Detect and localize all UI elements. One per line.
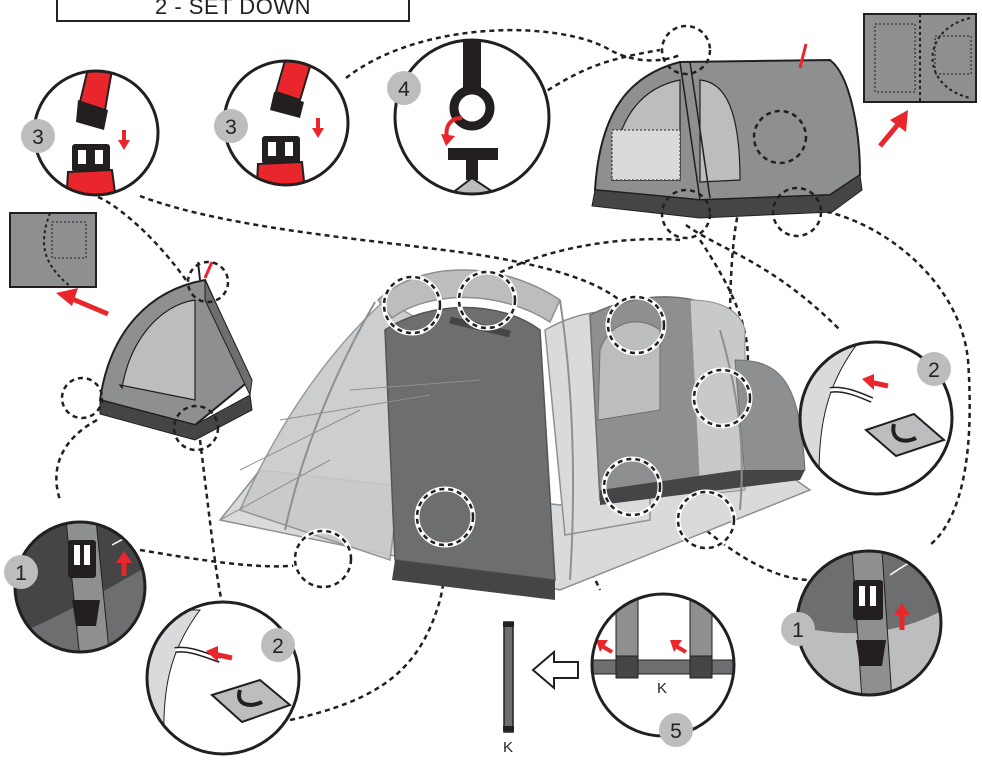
- svg-text:1: 1: [15, 562, 27, 585]
- svg-text:2: 2: [928, 359, 940, 382]
- inset-rear-panel-left: [10, 213, 96, 287]
- k-pole-label: K: [503, 739, 513, 756]
- red-arrow-shaft: [880, 122, 900, 146]
- step-badge-1-left: 1: [4, 555, 38, 589]
- connector-line: [200, 440, 222, 603]
- outline-arrow: [533, 652, 578, 688]
- step-badge-2-right: 2: [917, 352, 951, 386]
- step-badge-5: 5: [659, 713, 693, 747]
- main-tent-illustration: [220, 270, 810, 600]
- step-badge-3a: 3: [21, 119, 55, 153]
- detail-clip-left: [0, 520, 160, 660]
- step-badge-3b: 3: [214, 109, 248, 143]
- svg-text:4: 4: [398, 78, 410, 101]
- step-badge-1-right: 1: [781, 612, 815, 646]
- svg-text:5: 5: [670, 720, 682, 743]
- detail-pole-k: [590, 592, 740, 736]
- svg-text:1: 1: [792, 619, 804, 642]
- detail-hook: [395, 30, 549, 210]
- step-badge-2-left: 2: [261, 628, 295, 662]
- callout-circle: [62, 378, 102, 418]
- inset-rear-panel-right: [864, 14, 976, 102]
- k-detail-label: K: [657, 680, 667, 697]
- connector-line: [700, 525, 810, 580]
- step-badge-4: 4: [387, 71, 421, 105]
- red-arrow-shaft: [70, 298, 108, 314]
- detail-peg-left: [147, 602, 299, 760]
- connector-line: [95, 196, 186, 280]
- connector-line: [56, 420, 97, 500]
- connector-line: [140, 550, 300, 566]
- svg-text:3: 3: [32, 126, 44, 149]
- large-tent-illustration: [592, 44, 862, 218]
- svg-text:3: 3: [225, 116, 237, 139]
- pole-k: [503, 622, 514, 732]
- red-arrow-head: [56, 288, 78, 306]
- small-tent-illustration: [100, 262, 252, 440]
- svg-text:2: 2: [272, 635, 284, 658]
